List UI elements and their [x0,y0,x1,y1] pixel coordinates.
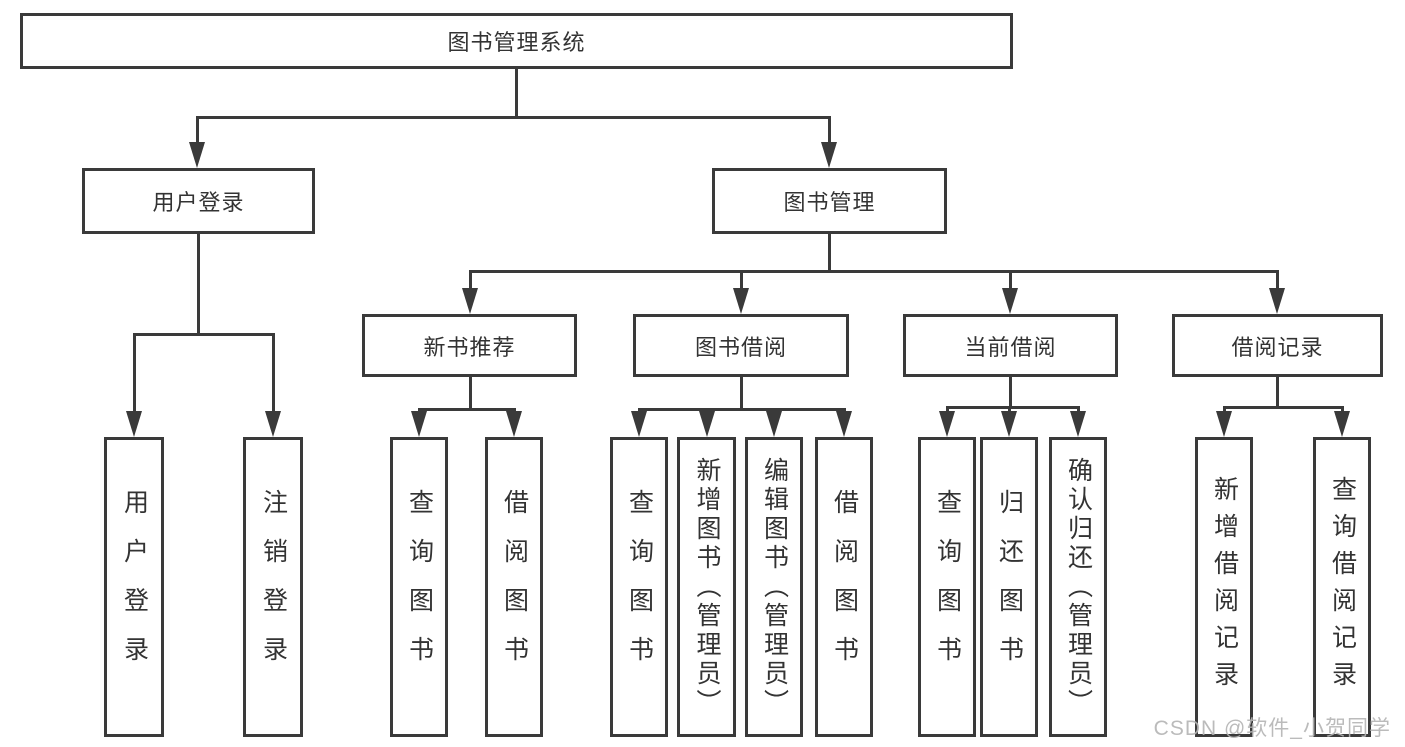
node-borrowing-records: 借阅记录 [1172,314,1383,377]
connector-arrow-shaft [945,408,949,412]
connector-arrow-shaft [739,272,743,289]
node-root: 图书管理系统 [20,13,1013,69]
node-leaf-query-books-borrow: 查询图书 [610,437,668,737]
node-label: 编辑图书（管理员） [760,456,789,718]
arrow-down-icon [462,288,478,314]
node-leaf-query-borrow-record: 查询借阅记录 [1313,437,1371,737]
connector-rail [637,408,846,411]
arrow-down-icon [733,288,749,314]
connector-arrow-shaft [271,335,275,412]
arrow-down-icon [699,411,715,437]
connector-stem [468,377,472,411]
arrow-down-icon [1334,411,1350,437]
node-book-management: 图书管理 [712,168,947,234]
node-leaf-query-books-current: 查询图书 [918,437,976,737]
node-leaf-user-login: 用户登录 [104,437,164,737]
arrow-down-icon [1216,411,1232,437]
arrow-down-icon [1269,288,1285,314]
arrow-down-icon [1001,411,1017,437]
watermark: CSDN @软件_小贺同学 [1153,717,1391,740]
node-label: 归还图书 [995,489,1024,685]
node-label: 新增图书（管理员） [693,456,721,718]
node-label: 查询图书 [625,489,654,685]
connector-rail [195,116,831,119]
node-leaf-return-books: 归还图书 [980,437,1038,737]
node-user-login: 用户登录 [82,168,315,234]
node-label: 查询图书 [933,489,962,685]
node-leaf-borrow-books-rec: 借阅图书 [485,437,543,737]
node-label: 新增借阅记录 [1210,476,1239,698]
connector-rail [132,333,275,336]
arrow-down-icon [836,411,852,437]
node-label: 查询图书 [405,489,434,685]
arrow-down-icon [766,411,782,437]
node-label: 用户登录 [120,489,149,685]
node-label: 借阅记录 [1231,334,1324,360]
connector-stem [1275,377,1279,409]
connector-stem [514,69,518,119]
arrow-down-icon [821,142,837,168]
arrow-down-icon [506,411,522,437]
connector-arrow-shaft [1007,408,1011,412]
connector-arrow-shaft [195,118,199,143]
arrow-down-icon [631,411,647,437]
arrow-down-icon [189,142,205,168]
node-leaf-edit-books-admin: 编辑图书（管理员） [745,437,803,737]
connector-arrow-shaft [1340,408,1344,412]
node-leaf-logout: 注销登录 [243,437,303,737]
node-leaf-borrow-books-borrow: 借阅图书 [815,437,873,737]
arrow-down-icon [126,411,142,437]
node-book-borrowing: 图书借阅 [633,314,849,377]
node-label: 图书借阅 [694,334,787,360]
node-leaf-add-books-admin: 新增图书（管理员） [677,437,736,737]
node-label: 借阅图书 [830,489,859,685]
node-label: 注销登录 [259,489,288,685]
node-label: 图书管理系统 [447,30,586,55]
connector-stem [739,377,743,411]
node-label: 当前借阅 [964,334,1057,360]
node-label: 查询借阅记录 [1328,476,1357,698]
node-label: 用户登录 [152,190,245,215]
arrow-down-icon [1002,288,1018,314]
node-new-book-recommend: 新书推荐 [362,314,577,377]
node-label: 借阅图书 [500,489,529,685]
node-leaf-confirm-return-admin: 确认归还（管理员） [1049,437,1107,737]
node-leaf-query-books-rec: 查询图书 [390,437,448,737]
connector-arrow-shaft [468,272,472,289]
connector-arrow-shaft [132,335,136,412]
node-current-borrowing: 当前借阅 [903,314,1118,377]
connector-rail [468,270,1279,273]
connector-rail [1222,406,1344,409]
connector-rail [417,408,516,411]
arrow-down-icon [411,411,427,437]
connector-rail [945,406,1080,409]
arrow-down-icon [1070,411,1086,437]
connector-arrow-shaft [1008,272,1012,289]
node-leaf-add-borrow-record: 新增借阅记录 [1195,437,1253,737]
node-label: 新书推荐 [423,334,516,360]
node-label: 图书管理 [783,190,876,215]
arrow-down-icon [265,411,281,437]
connector-arrow-shaft [827,118,831,143]
connector-arrow-shaft [1275,272,1279,289]
connector-arrow-shaft [1222,408,1226,412]
connector-stem [1008,377,1012,409]
connector-stem [196,234,200,336]
arrow-down-icon [939,411,955,437]
connector-arrow-shaft [1076,408,1080,412]
node-label: 确认归还（管理员） [1064,456,1093,718]
connector-stem [827,234,831,273]
